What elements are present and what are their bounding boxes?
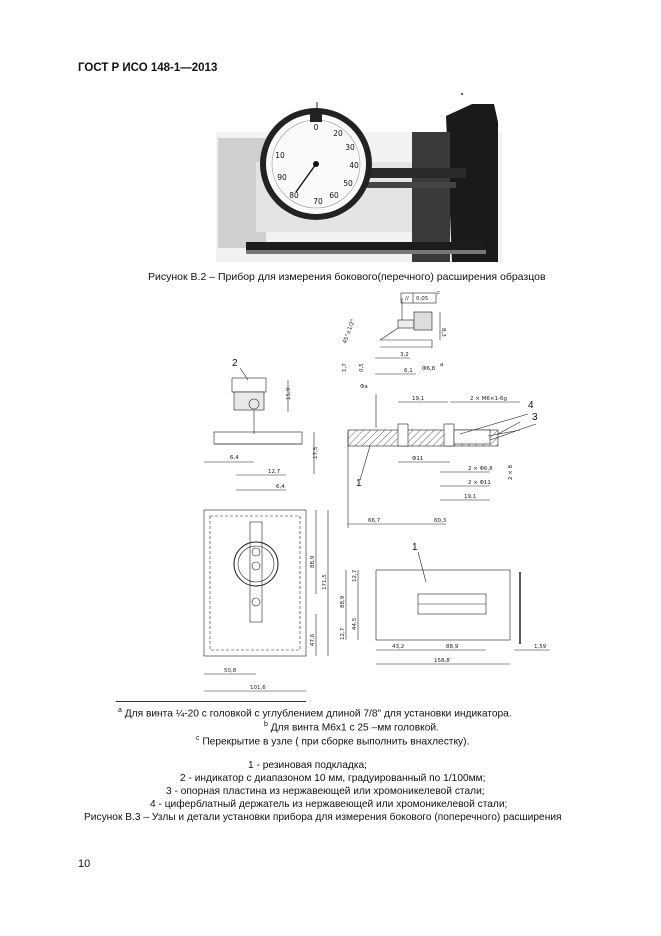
dim-19-1b: 19,1 [464, 494, 476, 500]
label-3: 3 [532, 412, 538, 423]
legend-item-3: 3 - опорная пластина из нержавеющей или … [166, 786, 485, 797]
dim-6-1: 6,1 [404, 368, 413, 374]
dim-2x8: 2 × 8 [508, 464, 514, 480]
dial-number: 80 [289, 191, 299, 200]
dim-171-5: 171,5 [322, 574, 328, 590]
note-c: c Перекрытие в узле ( при сборке выполни… [196, 735, 470, 748]
dim-44-5: 44,5 [352, 617, 358, 630]
dim-47-6: 47,6 [310, 633, 316, 646]
dial-number: 40 [349, 161, 359, 170]
dim-60-3: 60,3 [434, 518, 447, 524]
tolerance-symbol: // [405, 296, 409, 302]
dim-6-4b: 6,4 [276, 484, 285, 490]
dim-8-3: 8,3 [440, 328, 446, 337]
dim-15-9: 15,9 [286, 387, 292, 400]
legend-item-2: 2 - индикатор с диапазоном 10 мм, градуи… [180, 773, 486, 784]
dim-m6: 2 × M6×1-6g [470, 396, 507, 402]
label-1: 1 [356, 478, 362, 489]
dim-6-8a: Φ6,8 [422, 366, 436, 372]
dial-number: 10 [275, 151, 285, 160]
dim-1-59: 1,59 [534, 644, 547, 650]
label-1b: 1 [412, 542, 418, 553]
dial-number: 50 [343, 179, 353, 188]
dim-2x6-8: 2 × Φ6,8 [468, 466, 493, 472]
dim-17-5: 17,5 [313, 446, 319, 459]
tolerance-value: 0,05 [416, 296, 429, 302]
dial-number: 30 [345, 143, 355, 152]
dim-19-1: 19,1 [412, 396, 424, 402]
dim-50-8: 50,8 [224, 668, 237, 674]
dial-indicator-photo: 20 30 40 50 60 70 80 90 10 0 [216, 93, 502, 262]
dim-phi-11: Φ11 [412, 456, 423, 462]
dial-number: 70 [313, 197, 323, 206]
dim-88-9c: 88,9 [446, 644, 459, 650]
figure-b3-caption: Рисунок В.3 – Узлы и детали установки пр… [84, 812, 562, 823]
dim-88-9b: 88,9 [340, 595, 346, 608]
dim-66-7: 66,7 [368, 518, 381, 524]
dim-2x11: 2 × Φ11 [468, 480, 491, 486]
legend-item-4: 4 - циферблатный держатель из нержавеюще… [150, 799, 508, 810]
document-code: ГОСТ Р ИСО 148-1—2013 [78, 62, 218, 74]
dim-angle: 45°±1/2° [342, 318, 357, 345]
dim-88-9: 88,9 [310, 555, 316, 568]
legend-item-1: 1 - резиновая подкладка; [248, 760, 367, 771]
dim-phi-a: Φa [360, 384, 368, 390]
tolerance-note: c [437, 290, 440, 296]
dim-6-8a-note: a [440, 362, 443, 368]
note-b: b Для винта М6х1 с 25 –мм головкой. [264, 721, 439, 734]
dial-number: 90 [277, 173, 287, 182]
dim-12-7c: 12,7 [340, 627, 346, 640]
dim-43-2: 43,2 [392, 644, 404, 650]
dim-3-2: 3,2 [400, 352, 409, 358]
figure-b2-caption: Рисунок В.2 – Прибор для измерения боков… [148, 271, 546, 283]
dial-number: 0 [314, 123, 319, 132]
dim-1-7: 1,7 [342, 363, 348, 372]
label-4: 4 [528, 400, 534, 411]
dial-number: 60 [329, 191, 339, 200]
dim-12-7b: 12,7 [352, 569, 358, 582]
dim-158-8: 158,8 [434, 658, 450, 664]
label-2: 2 [232, 358, 238, 369]
dim-101-6: 101,6 [250, 685, 266, 691]
dial-number: 20 [333, 129, 343, 138]
dim-0-5: 0,5 [359, 363, 365, 372]
page-number: 10 [78, 858, 91, 870]
dim-12-7: 12,7 [268, 469, 281, 475]
notes-divider [116, 701, 306, 702]
dim-6-4: 6,4 [230, 455, 239, 461]
note-a: a Для винта ¼-20 с головкой с углубление… [118, 707, 512, 720]
technical-drawing-b3: // 0,05 c 8,3 45°±1/2° 1,7 0,5 3,2 6,1 1… [203, 290, 550, 692]
